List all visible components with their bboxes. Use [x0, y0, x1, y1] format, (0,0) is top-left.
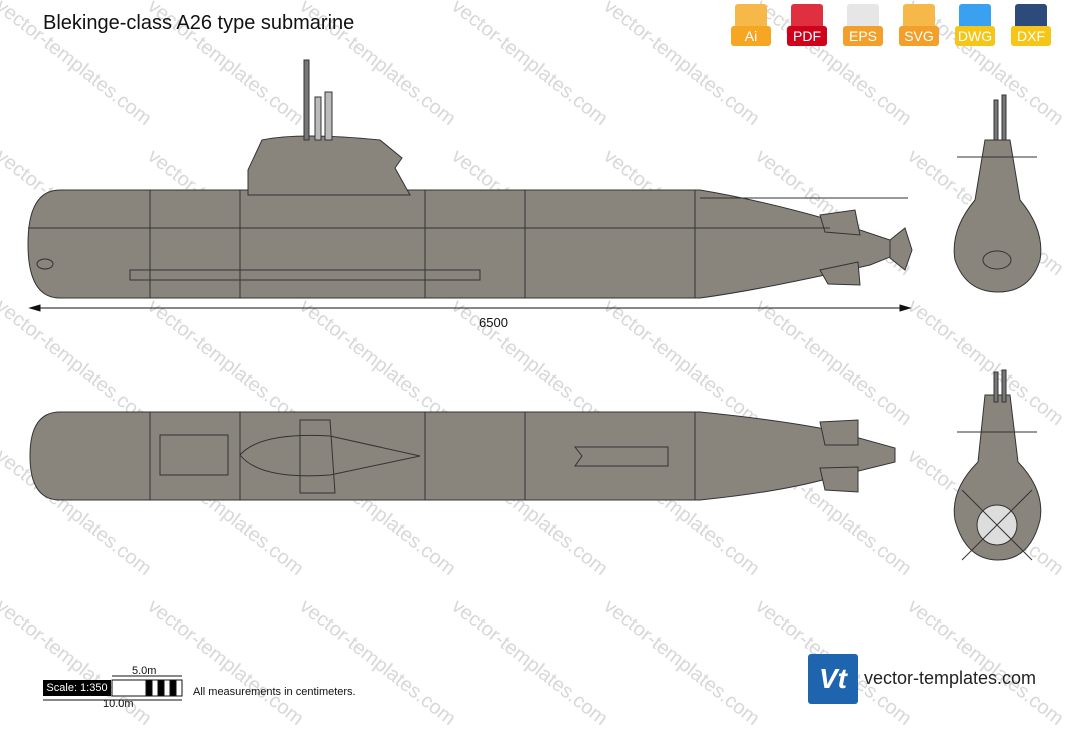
length-dimension-label: 6500: [479, 315, 508, 330]
scale-10m-label: 10.0m: [103, 698, 134, 710]
side-view-rudder-bottom: [819, 261, 861, 286]
dxf-format-icon[interactable]: DXF: [1011, 4, 1051, 52]
side-view-sail: [247, 135, 411, 196]
top-view-sail: [239, 434, 421, 477]
side-view-propeller: [889, 227, 913, 271]
dwg-format-icon[interactable]: DWG: [955, 4, 995, 52]
side-view-mast-2: [314, 96, 322, 141]
eps-format-icon[interactable]: EPS: [843, 4, 883, 52]
side-view-hull: [27, 189, 896, 299]
side-view-mast-1: [303, 59, 310, 141]
scale-5m-label: 5.0m: [132, 665, 157, 677]
svg-format-icon[interactable]: SVG: [899, 4, 939, 52]
side-view-mast-3: [324, 91, 333, 141]
vt-logo-icon[interactable]: Vt: [808, 654, 858, 704]
top-view-planes: [299, 419, 336, 494]
scale-label: Scale: 1:350: [43, 680, 111, 696]
submarine-blueprint: [27, 59, 1042, 701]
front-view-hull: [953, 139, 1042, 293]
brand-name[interactable]: vector-templates.com: [864, 668, 1037, 688]
scale-bar: [43, 675, 183, 701]
top-view-hull: [29, 411, 896, 501]
pdf-format-icon[interactable]: PDF: [787, 4, 827, 52]
length-dimension-line: [28, 304, 912, 312]
ai-format-icon[interactable]: Ai: [731, 4, 771, 52]
rear-view-hull: [953, 394, 1042, 561]
side-view-rudder-top: [819, 209, 861, 236]
page-title: Blekinge-class A26 type submarine: [43, 12, 355, 34]
measurement-note: All measurements in centimeters.: [193, 686, 356, 698]
